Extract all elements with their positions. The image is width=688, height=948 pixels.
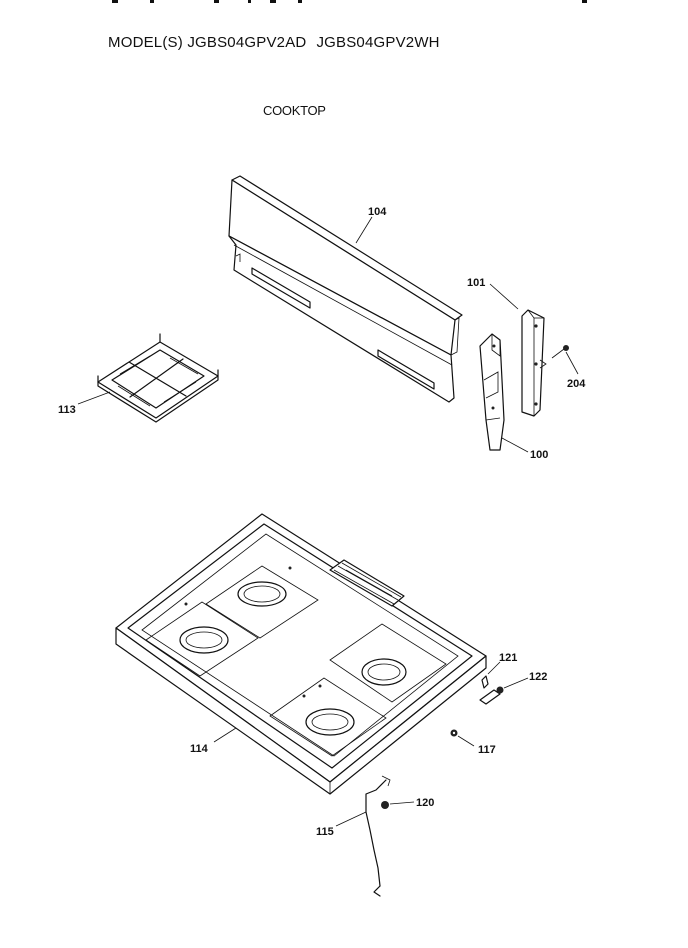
leader-100 <box>501 437 529 453</box>
callout-122: 122 <box>529 671 547 683</box>
model-number-2: JGBS04GPV2WH <box>316 34 440 51</box>
callout-204: 204 <box>567 378 586 390</box>
part-104-backsplash <box>228 175 463 403</box>
part-204-screw <box>551 345 569 359</box>
part-100-end-cap <box>479 333 505 451</box>
callout-117: 117 <box>478 744 496 756</box>
leader-114 <box>213 727 237 743</box>
part-114-cooktop <box>115 513 487 795</box>
part-117-grommet <box>450 729 458 737</box>
leader-120 <box>389 801 415 805</box>
part-121-screw <box>481 675 489 689</box>
section-title: COOKTOP <box>263 103 326 118</box>
leader-115 <box>335 811 367 827</box>
callout-115: 115 <box>316 826 334 838</box>
leader-104 <box>355 216 373 244</box>
callout-104: 104 <box>368 206 387 218</box>
leader-117 <box>457 735 475 747</box>
callout-100: 100 <box>530 449 548 461</box>
scan-artifact-marks <box>112 0 587 3</box>
part-113-burner-grate <box>97 333 219 423</box>
callout-113: 113 <box>58 404 76 416</box>
model-number-1: JGBS04GPV2AD <box>187 34 307 51</box>
leader-101 <box>489 283 519 310</box>
model-header: MODEL(S) JGBS04GPV2AD JGBS04GPV2WH <box>108 34 440 51</box>
models-label: MODEL(S) <box>108 34 183 51</box>
part-122-fitting <box>479 686 504 705</box>
leader-113 <box>77 391 111 405</box>
leader-121 <box>487 661 501 675</box>
part-101-trim-strip <box>521 309 547 417</box>
part-120-nut <box>381 801 389 809</box>
callout-121: 121 <box>499 652 517 664</box>
callout-114: 114 <box>190 743 209 755</box>
callout-101: 101 <box>467 277 485 289</box>
leader-122 <box>503 677 529 689</box>
part-115-support-rod <box>365 775 391 897</box>
leader-204 <box>565 351 579 375</box>
callout-120: 120 <box>416 797 434 809</box>
